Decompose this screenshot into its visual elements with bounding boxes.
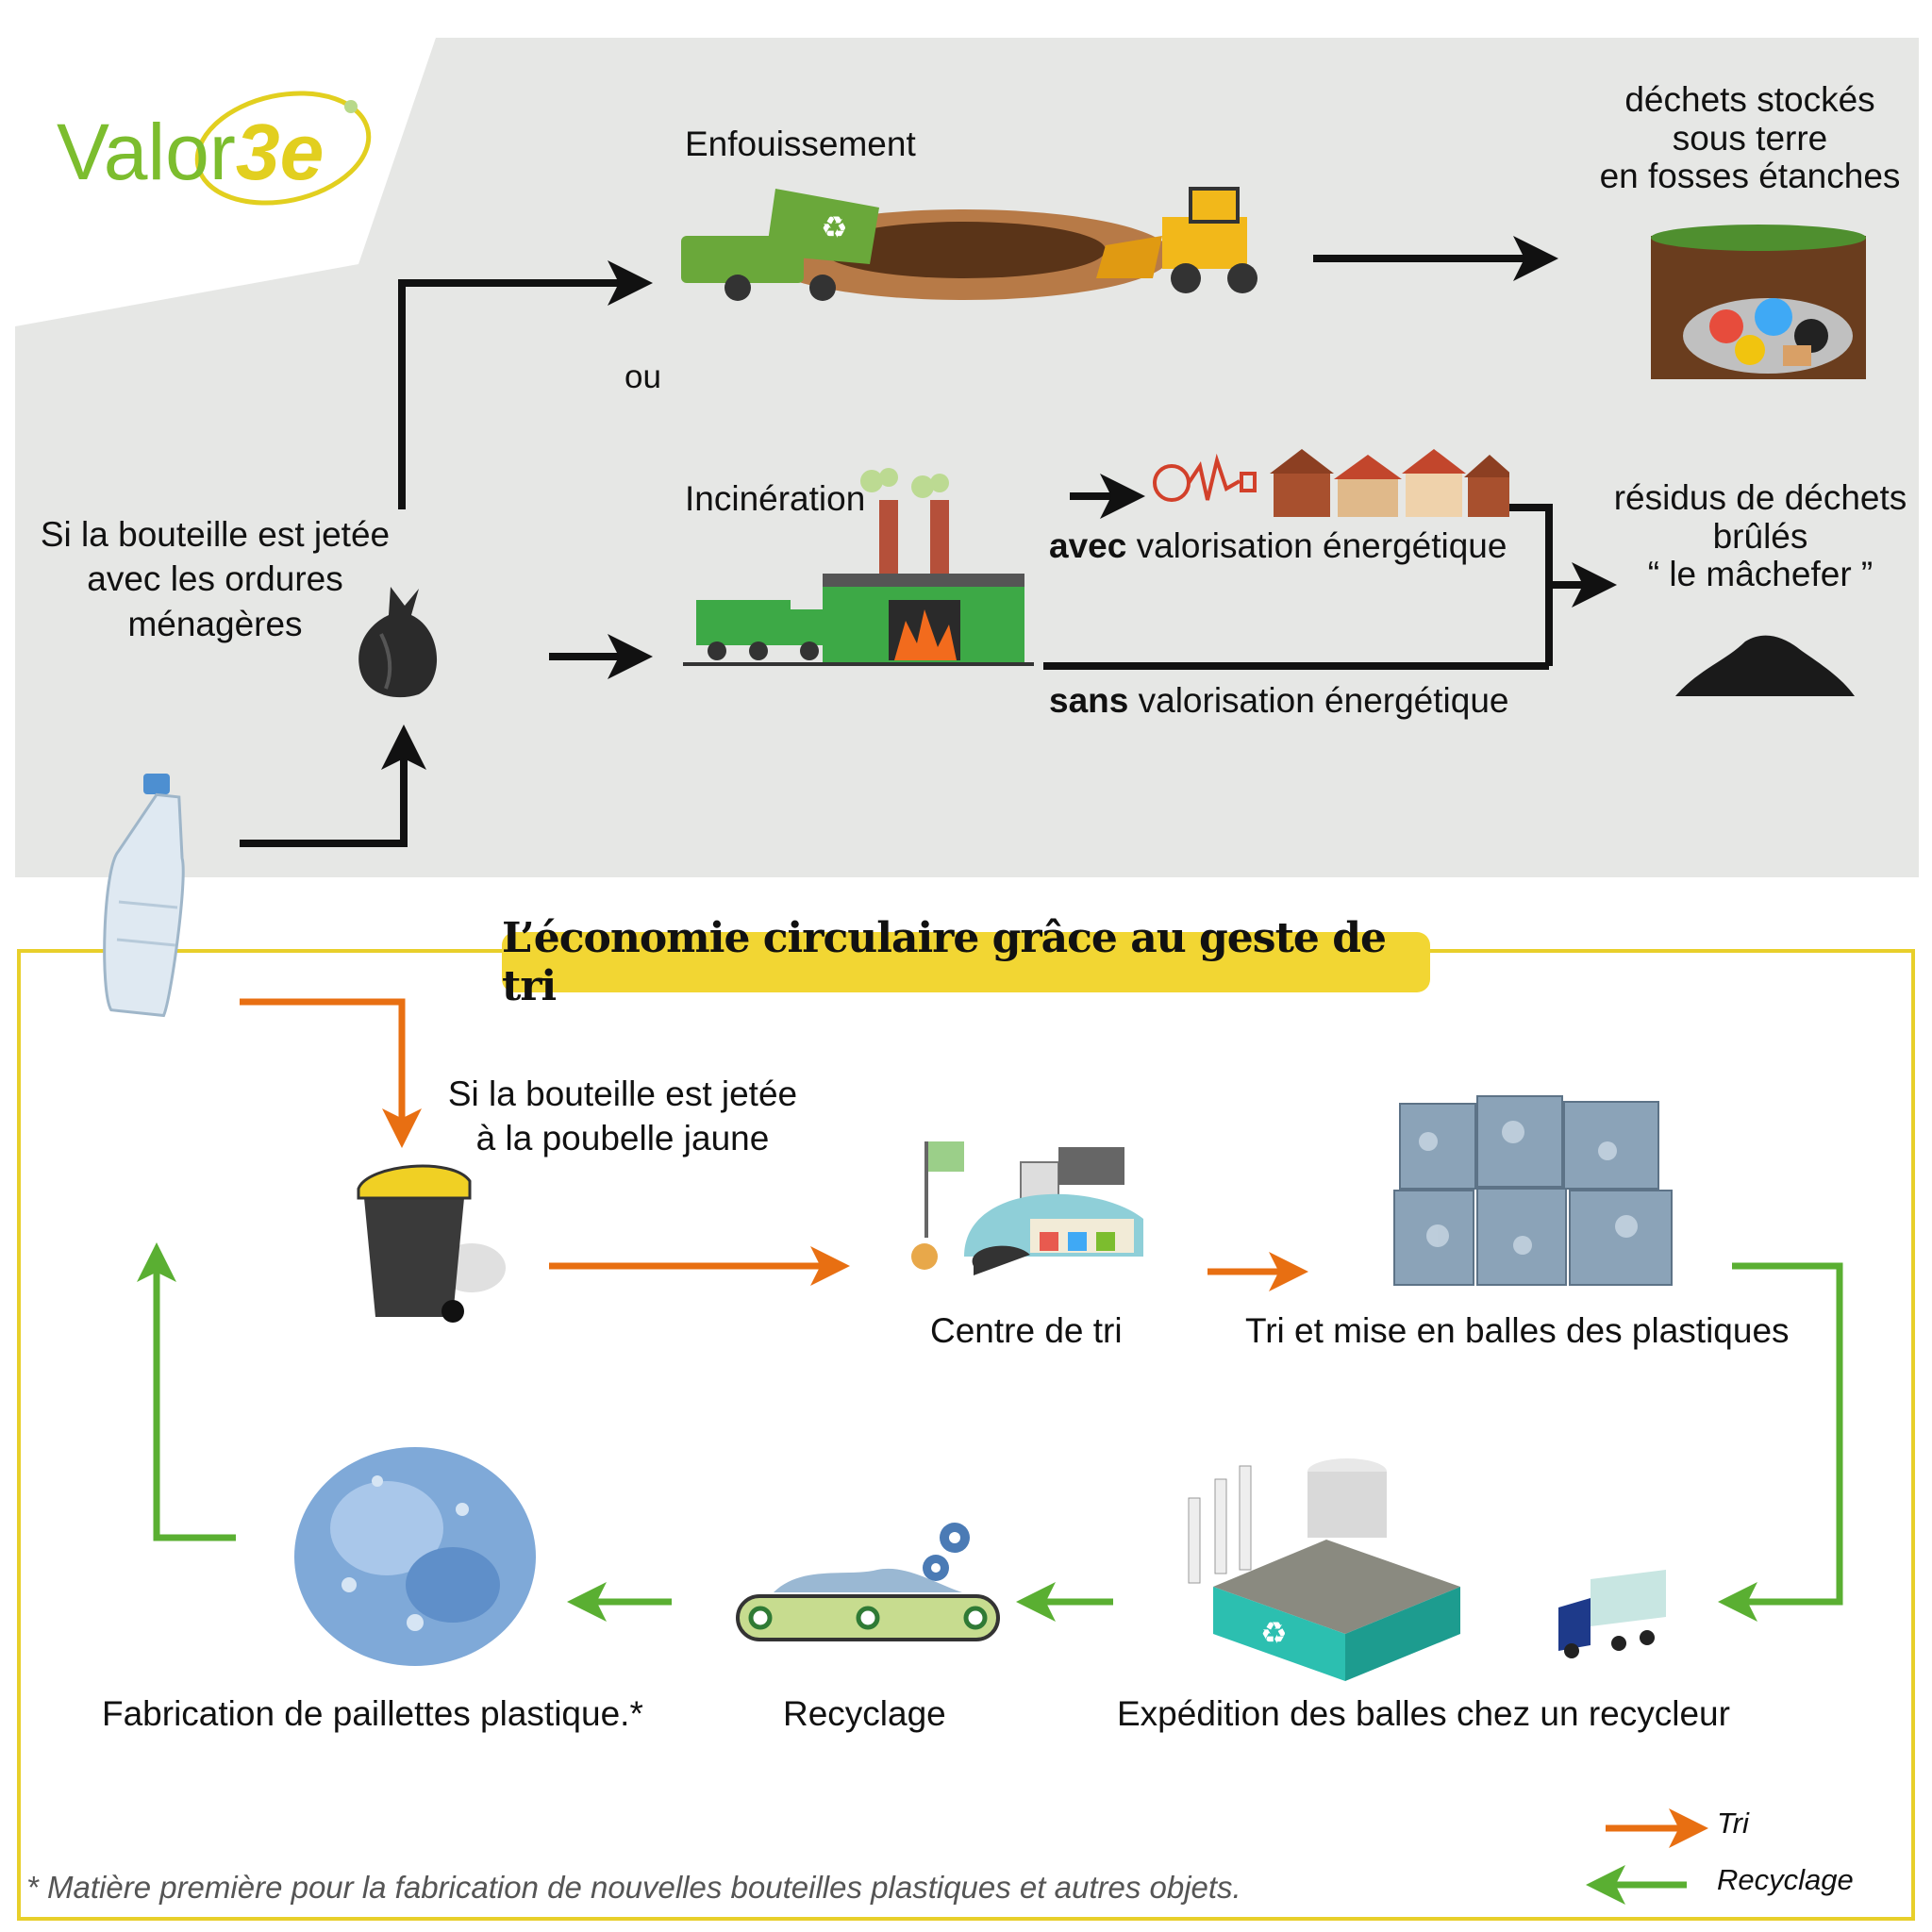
yellow-bin-label-line-1: Si la bouteille est jetée bbox=[447, 1074, 798, 1113]
arrow-flakes-to-bin bbox=[137, 1242, 236, 1541]
svg-text:♻: ♻ bbox=[821, 209, 848, 245]
plastic-bottle-icon bbox=[103, 774, 185, 1018]
residue-line-1: résidus de déchets bbox=[1613, 478, 1907, 517]
sorting-center-label: Centre de tri bbox=[930, 1311, 1123, 1350]
delivery-truck-icon bbox=[1558, 1570, 1666, 1658]
residue-label: résidus de déchets brûlés “ le mâchefer … bbox=[1600, 478, 1921, 594]
arrow-bottle-to-yellow-bin bbox=[240, 998, 422, 1148]
or-label: ou bbox=[625, 358, 661, 395]
sorting-center-illustration bbox=[911, 1141, 1143, 1275]
yellow-bin-label-line-2: à la poubelle jaune bbox=[475, 1119, 770, 1158]
arrow-to-shipping bbox=[1718, 1262, 1843, 1622]
with-energy-rest: valorisation énergétique bbox=[1126, 526, 1507, 565]
landfill-result-label: déchets stockés sous terre en fosses éta… bbox=[1566, 80, 1932, 196]
shipping-label: Expédition des balles chez un recycleur bbox=[1117, 1694, 1730, 1733]
houses-icon bbox=[1270, 449, 1509, 517]
recycling-label: Recyclage bbox=[783, 1694, 946, 1733]
baling-label: Tri et mise en balles des plastiques bbox=[1245, 1311, 1790, 1350]
arrow-to-landfill bbox=[398, 260, 653, 509]
top-flow-arrows bbox=[240, 236, 1617, 847]
without-energy-label: sans valorisation énergétique bbox=[1049, 681, 1509, 720]
trash-disposal-label: Si la bouteille est jetée avec les ordur… bbox=[26, 515, 404, 643]
garbage-truck-small-icon bbox=[696, 600, 828, 660]
incineration-plant-illustration bbox=[683, 468, 1034, 666]
energy-valorisation-icons bbox=[1153, 449, 1509, 517]
ash-pile-illustration bbox=[1675, 635, 1855, 696]
gears-icon bbox=[923, 1523, 970, 1581]
landfill-title: Enfouissement bbox=[685, 125, 916, 163]
recycling-factory-illustration: ♻ bbox=[1188, 1458, 1460, 1681]
source-label-line-3: ménagères bbox=[127, 604, 303, 643]
with-energy-label: avec valorisation énergétique bbox=[1049, 526, 1507, 565]
plastic-bales-illustration bbox=[1393, 1095, 1673, 1286]
plastic-flakes-illustration bbox=[294, 1447, 536, 1666]
logo-accent: 3e bbox=[235, 108, 325, 196]
landfill-result-line-2: sous terre bbox=[1672, 118, 1828, 158]
source-label-line-2: avec les ordures bbox=[87, 559, 343, 599]
legend-recycle-label: Recyclage bbox=[1717, 1863, 1854, 1896]
bulldozer-icon bbox=[1096, 187, 1257, 293]
legend-sort-label: Tri bbox=[1717, 1807, 1749, 1840]
incineration-title: Incinération bbox=[685, 479, 866, 518]
yellow-bin-icon bbox=[357, 1164, 506, 1323]
without-energy-rest: valorisation énergétique bbox=[1128, 681, 1509, 720]
logo-text: Valor bbox=[57, 108, 236, 196]
underground-waste-pit-illustration bbox=[1651, 225, 1866, 379]
landfill-result-line-1: déchets stockés bbox=[1624, 80, 1875, 119]
garbage-bag-icon bbox=[358, 587, 438, 698]
arrow-bottle-to-bag bbox=[240, 724, 426, 847]
garbage-truck-icon: ♻ bbox=[681, 189, 879, 301]
valor3e-logo: Valor3e bbox=[57, 90, 377, 222]
landfill-illustration: ♻ bbox=[681, 187, 1257, 301]
source-label-line-1: Si la bouteille est jetée bbox=[40, 515, 391, 554]
footnote: * Matière première pour la fabrication d… bbox=[26, 1870, 1241, 1905]
residue-line-2: brûlés bbox=[1712, 516, 1808, 556]
flakes-label: Fabrication de paillettes plastique.* bbox=[102, 1694, 643, 1733]
electricity-icon bbox=[1153, 453, 1257, 502]
yellow-bin-label: Si la bouteille est jetée à la poubelle … bbox=[415, 1072, 830, 1161]
smoke-icon bbox=[860, 468, 949, 498]
recycling-conveyor-illustration bbox=[736, 1523, 1000, 1641]
bottom-flow-arrows bbox=[137, 998, 1843, 1905]
landfill-result-line-3: en fosses étanches bbox=[1599, 157, 1901, 196]
circular-economy-banner: L’économie circulaire grâce au geste de … bbox=[502, 914, 1430, 1010]
residue-line-3: “ le mâchefer ” bbox=[1647, 555, 1874, 594]
without-energy-bold: sans bbox=[1049, 681, 1129, 720]
svg-text:♻: ♻ bbox=[1260, 1615, 1288, 1651]
with-energy-bold: avec bbox=[1049, 526, 1127, 565]
